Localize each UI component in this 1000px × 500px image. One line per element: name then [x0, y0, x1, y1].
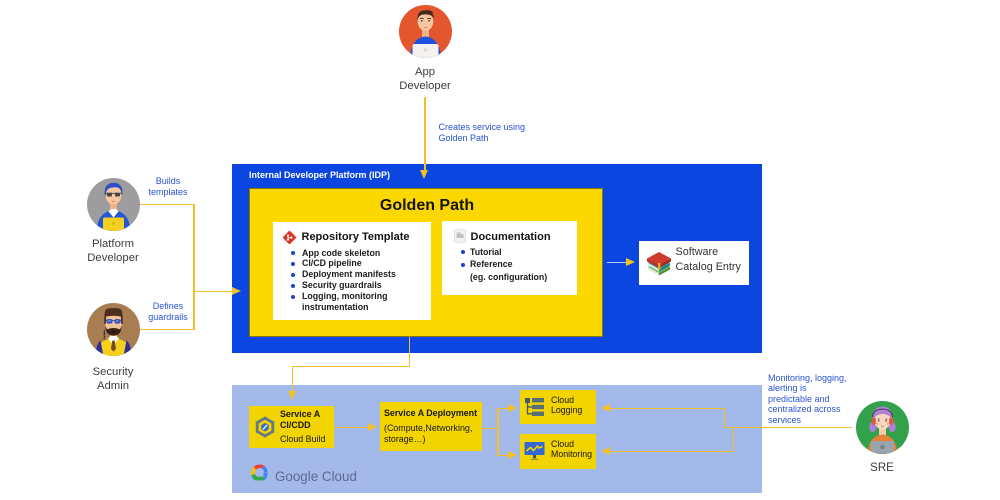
- svg-text:Google Cloud: Google Cloud: [275, 469, 357, 484]
